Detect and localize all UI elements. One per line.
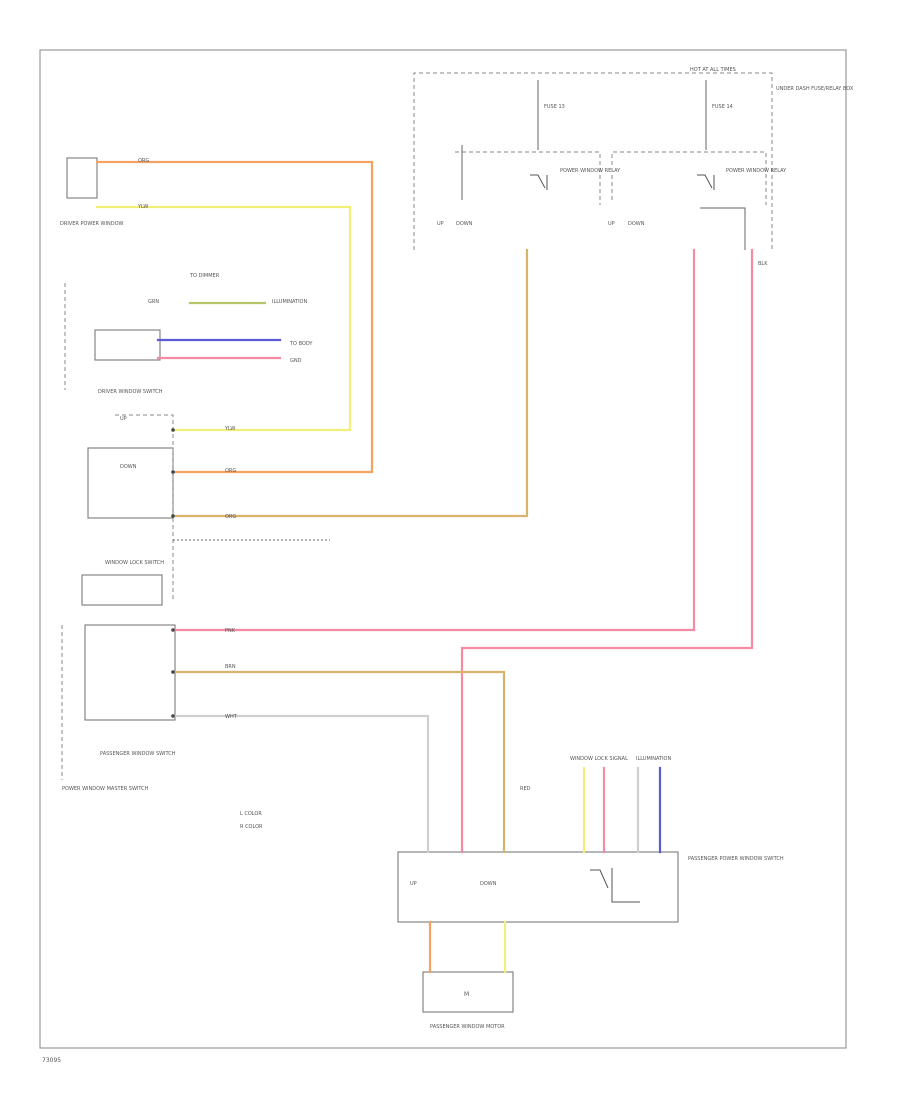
svg-text:ORG: ORG [225, 514, 236, 520]
wire-tan-passenger [171, 670, 506, 854]
wire-gray-passenger [171, 714, 430, 854]
svg-text:TO DIMMER: TO DIMMER [189, 273, 220, 279]
wire-yellow-top [95, 205, 352, 432]
svg-text:ORG: ORG [138, 158, 149, 164]
passenger-power-window-switch-label: PASSENGER POWER WINDOW SWITCH [688, 856, 784, 862]
wire-pink-relay-b [171, 248, 696, 632]
wire-pink-right [460, 248, 754, 854]
passenger-motor-symbol: M [464, 991, 469, 998]
master-switch-box [87, 447, 174, 519]
fuse-box-label: HOT AT ALL TIMES [690, 67, 736, 73]
svg-text:PNK: PNK [225, 628, 236, 634]
page-id: 73095 [42, 1057, 61, 1064]
relay-b-box [611, 151, 767, 205]
svg-text:DOWN: DOWN [628, 221, 645, 227]
svg-text:ILLUMINATION: ILLUMINATION [636, 756, 671, 762]
svg-text:ORG: ORG [225, 468, 236, 474]
svg-text:GND: GND [290, 358, 302, 364]
svg-text:DOWN: DOWN [480, 881, 497, 887]
svg-text:GRN: GRN [148, 299, 159, 305]
fuse-relay-box-outline [413, 72, 773, 250]
relay-a-label: POWER WINDOW RELAY [560, 168, 621, 174]
passenger-switch-box [84, 624, 176, 721]
svg-text:BRN: BRN [225, 664, 236, 670]
svg-text:UP: UP [437, 221, 444, 227]
passenger-window-switch-label: PASSENGER WINDOW SWITCH [100, 751, 176, 757]
svg-text:UP: UP [410, 881, 417, 887]
fuse-a-label: FUSE 13 [544, 104, 565, 110]
passenger-power-window-switch-box [397, 851, 679, 923]
relay-b-switch [697, 174, 715, 190]
svg-text:YLW: YLW [137, 204, 148, 210]
svg-text:RED: RED [520, 786, 531, 792]
legend-line-1: L COLOR [240, 811, 262, 817]
svg-text:DOWN: DOWN [456, 221, 473, 227]
passenger-motor-label: PASSENGER WINDOW MOTOR [430, 1024, 505, 1030]
window-lock-switch-box [81, 574, 163, 606]
svg-text:DOWN: DOWN [120, 464, 137, 470]
relay-a-switch [530, 174, 548, 190]
passenger-motor-box [422, 971, 514, 1013]
under-dash-label: UNDER DASH FUSE/RELAY BOX [776, 86, 854, 92]
relay-a-box [455, 151, 601, 205]
fuse-b-label: FUSE 14 [712, 104, 733, 110]
driver-power-window-box [66, 157, 98, 199]
passenger-unit-switch [590, 868, 640, 903]
svg-text:WHT: WHT [225, 714, 238, 720]
driver-window-switch-label: DRIVER WINDOW SWITCH [98, 389, 163, 395]
svg-text:UP: UP [608, 221, 615, 227]
svg-text:WINDOW LOCK SIGNAL: WINDOW LOCK SIGNAL [570, 756, 628, 762]
relay-b-label: POWER WINDOW RELAY [726, 168, 787, 174]
diagram-frame [39, 49, 847, 1049]
svg-text:UP: UP [120, 416, 127, 422]
svg-text:BLK: BLK [758, 261, 768, 267]
wire-tan-relay-a [171, 248, 529, 518]
svg-text:ILLUMINATION: ILLUMINATION [272, 299, 307, 305]
driver-window-switch-box [94, 329, 161, 361]
master-switch-label: POWER WINDOW MASTER SWITCH [62, 786, 149, 792]
svg-text:TO BODY: TO BODY [289, 341, 313, 347]
legend-line-2: R COLOR [240, 824, 263, 830]
svg-text:YLW: YLW [224, 426, 235, 432]
window-lock-switch-label: WINDOW LOCK SWITCH [105, 560, 164, 566]
wire-orange-top [95, 160, 374, 474]
driver-power-window-label: DRIVER POWER WINDOW [60, 221, 124, 227]
